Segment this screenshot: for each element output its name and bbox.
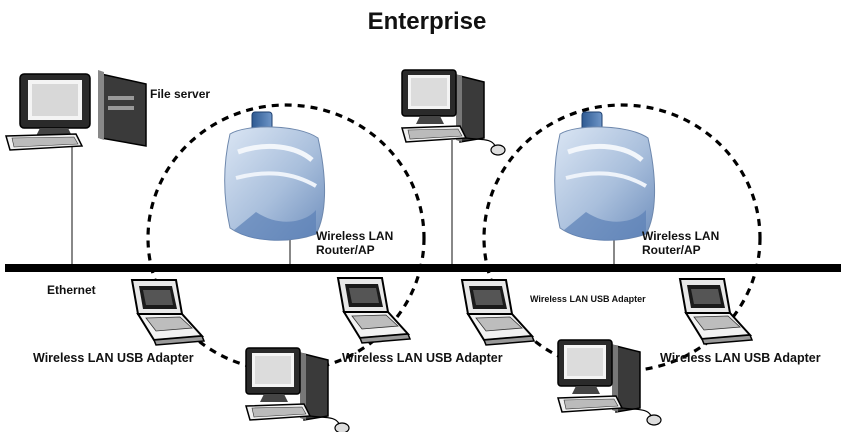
laptop-icon xyxy=(131,279,205,346)
desktop-icon xyxy=(245,347,350,432)
ethernet-cable xyxy=(5,264,841,272)
laptop-icon xyxy=(337,277,411,344)
router-icon xyxy=(555,112,655,240)
adapter-center-label: Wireless LAN USB Adapter xyxy=(342,351,503,365)
server-icon xyxy=(5,70,147,151)
adapter-right-label: Wireless LAN USB Adapter xyxy=(660,351,821,365)
laptop-icon xyxy=(461,279,535,346)
router-icon xyxy=(225,112,325,240)
router-right-label: Wireless LAN Router/AP xyxy=(642,229,723,257)
laptop-icon xyxy=(679,278,753,345)
desktop-icon xyxy=(401,69,506,156)
desktop-icon xyxy=(557,339,662,426)
adapter-left-label: Wireless LAN USB Adapter xyxy=(33,351,194,365)
ethernet-label: Ethernet xyxy=(47,283,96,297)
router-left-label: Wireless LAN Router/AP xyxy=(316,229,397,257)
adapter-small-label: Wireless LAN USB Adapter xyxy=(530,294,646,304)
page-title: Enterprise xyxy=(368,8,487,35)
file-server-label: File server xyxy=(150,87,210,101)
